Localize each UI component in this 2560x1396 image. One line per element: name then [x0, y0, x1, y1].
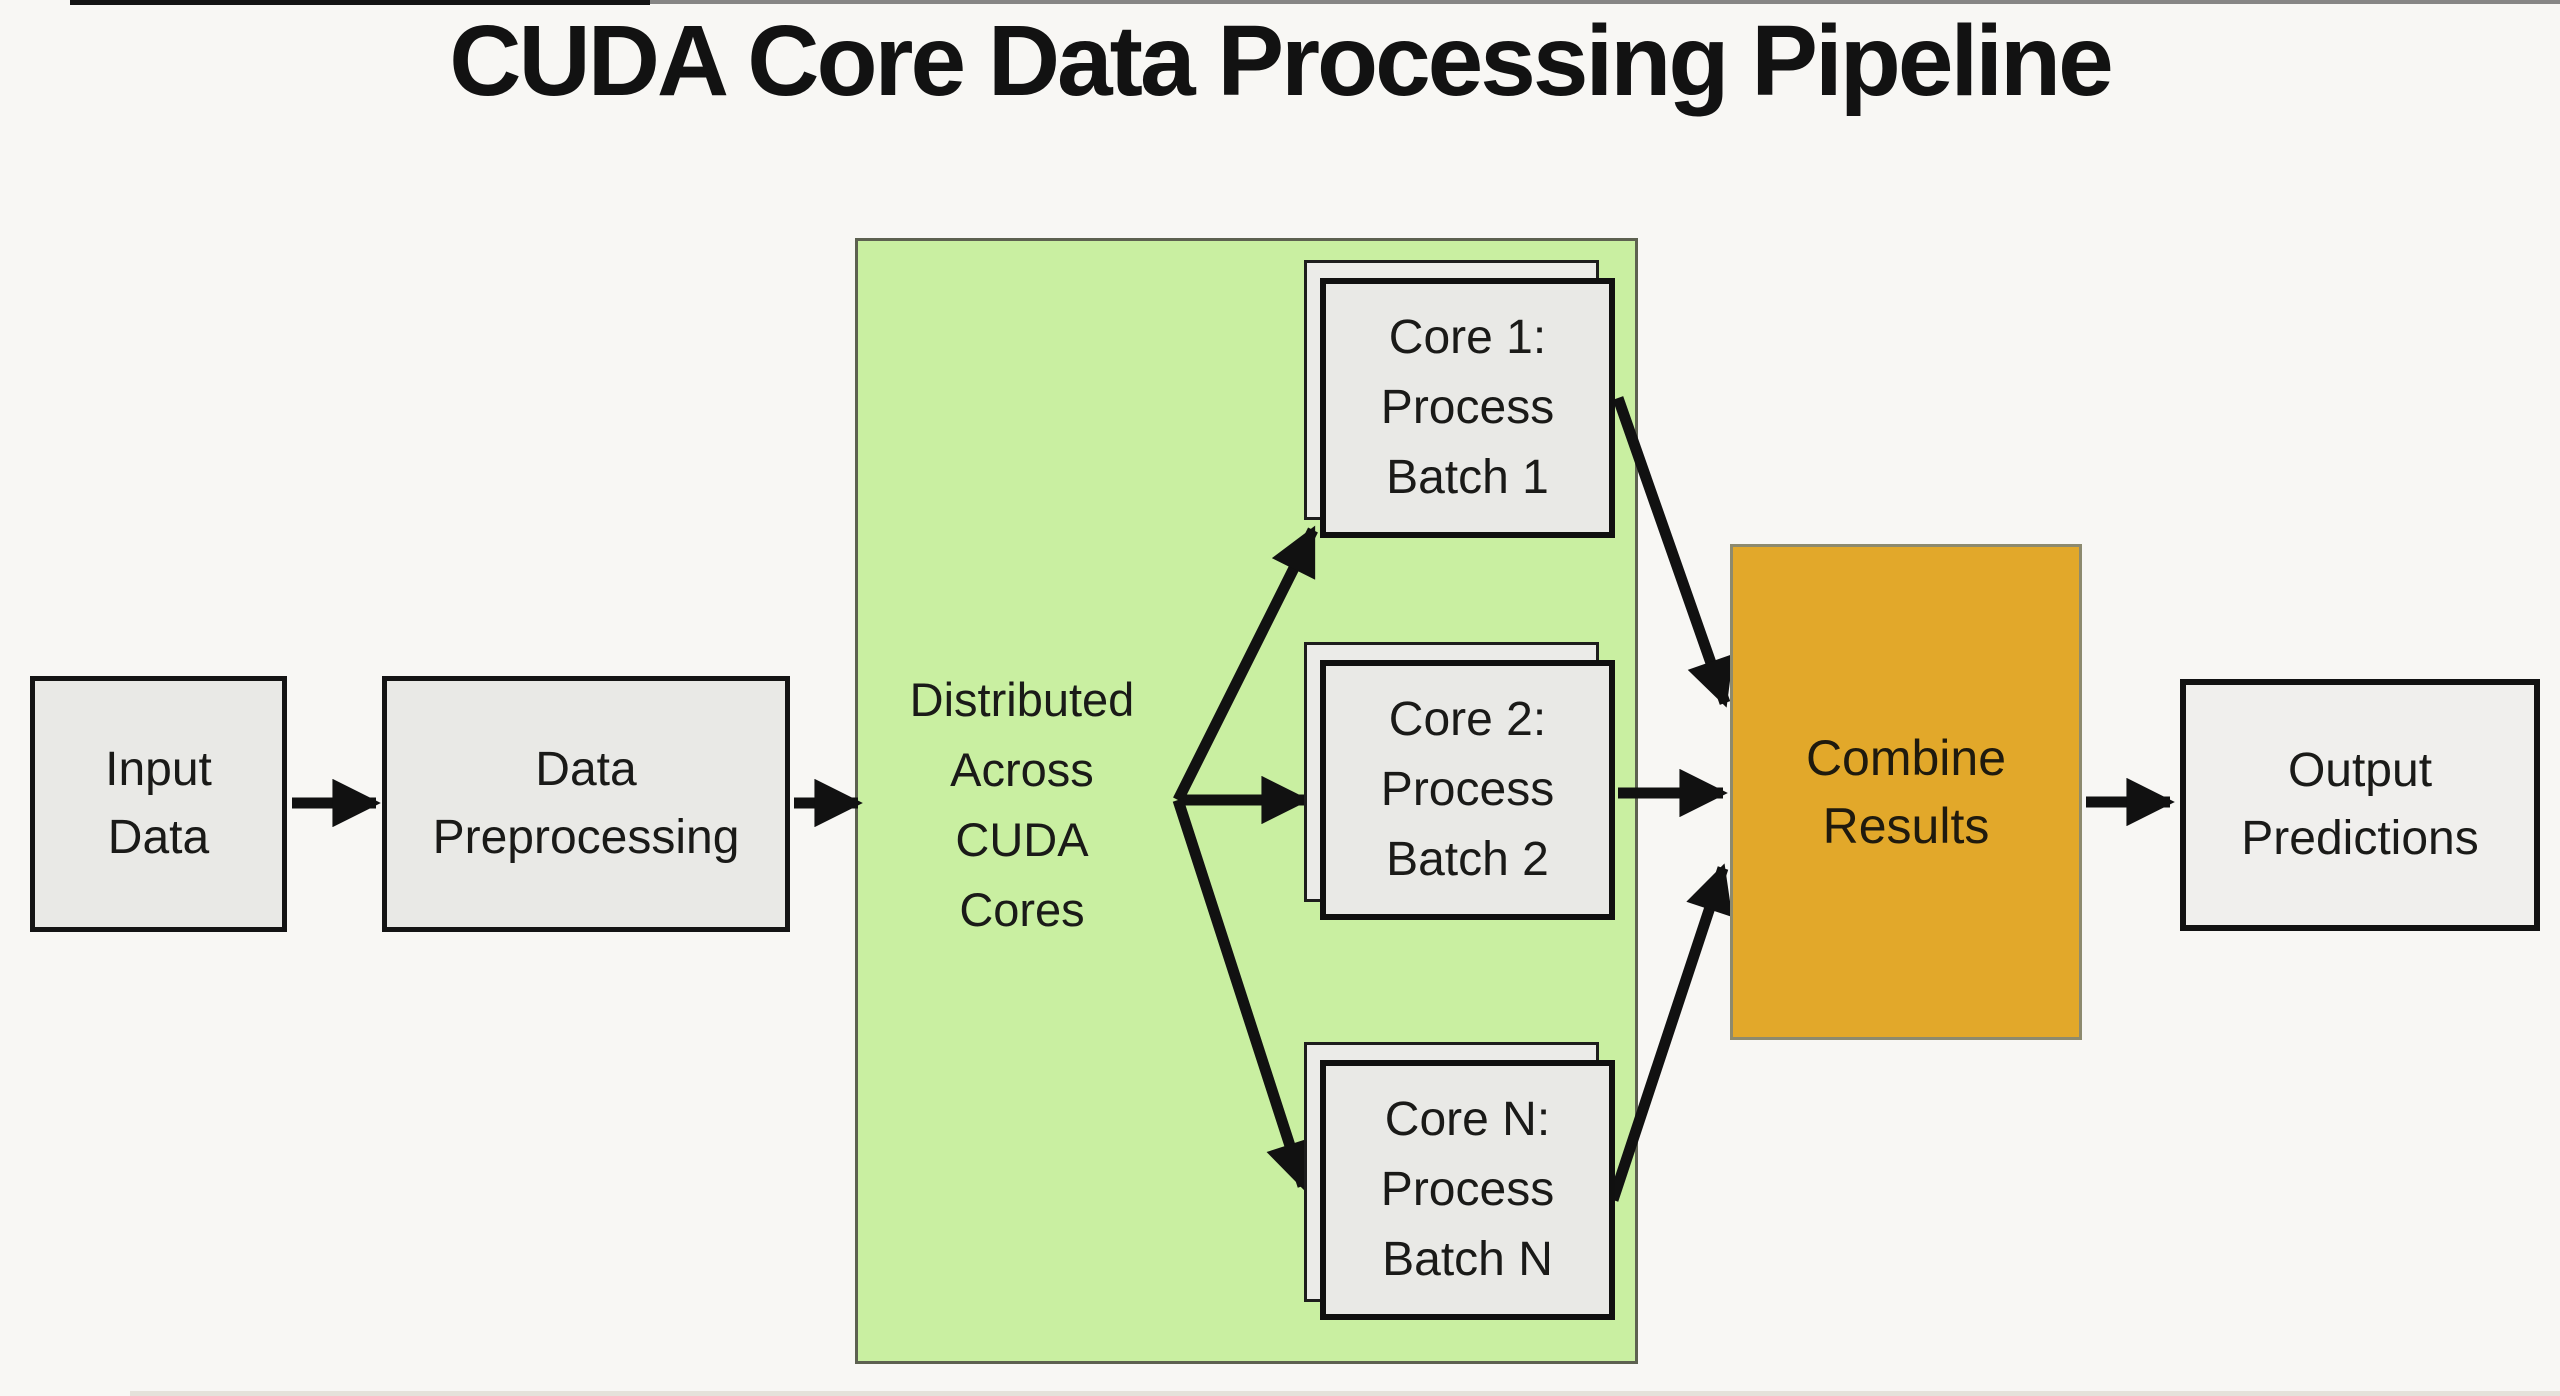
top-edge-artifact-right	[650, 0, 2560, 4]
combine-results-box: Combine Results	[1730, 544, 2082, 1040]
top-edge-artifact-left	[70, 0, 650, 5]
data-preprocessing-box: Data Preprocessing	[382, 676, 790, 932]
combine-results-label: Combine Results	[1805, 730, 2007, 854]
core2-box: Core 2: Process Batch 2	[1320, 660, 1615, 920]
input-data-box: Input Data	[30, 676, 287, 932]
coreN-label: Core N: Process Batch N	[1380, 1093, 1555, 1286]
coreN-box: Core N: Process Batch N	[1320, 1060, 1615, 1320]
core1-box: Core 1: Process Batch 1	[1320, 278, 1615, 538]
output-predictions-label: Output Predictions	[2241, 744, 2479, 865]
diagram-title: CUDA Core Data Processing Pipeline	[449, 5, 2113, 117]
distributed-across-cuda-cores-label: Distributed Across CUDA Cores	[909, 673, 1135, 936]
data-preprocessing-label: Data Preprocessing	[432, 743, 740, 864]
input-data-label: Input Data	[105, 743, 212, 864]
bottom-edge-artifact	[130, 1391, 2560, 1396]
distributed-across-cuda-cores-label-box: Distributed Across CUDA Cores	[830, 663, 1214, 947]
core1-label: Core 1: Process Batch 1	[1380, 311, 1555, 504]
output-predictions-box: Output Predictions	[2180, 679, 2540, 931]
core2-label: Core 2: Process Batch 2	[1380, 693, 1555, 886]
